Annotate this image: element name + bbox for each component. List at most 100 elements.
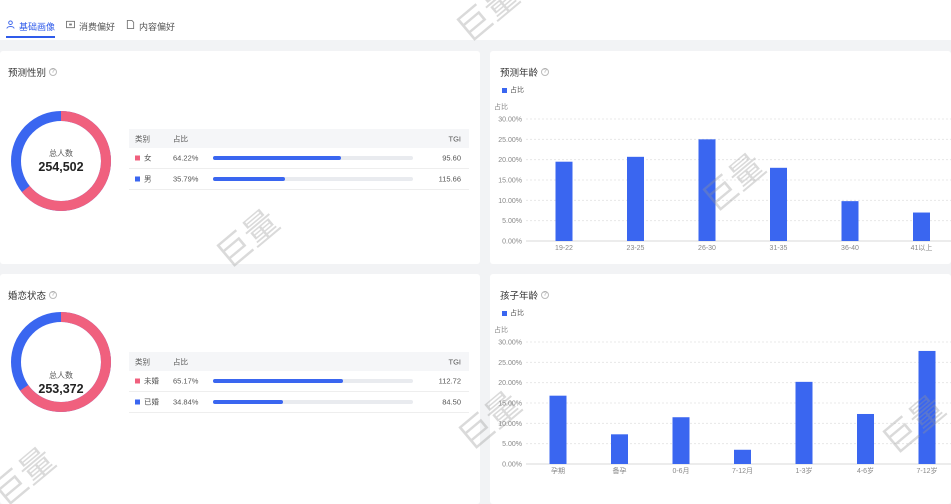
column-header-ratio: 占比: [173, 357, 188, 366]
y-tick-label: 10.00%: [498, 421, 522, 428]
table-row[interactable]: 已婚 34.84% 84.50: [129, 392, 469, 413]
panel-title: 孩子年龄 ?: [500, 288, 550, 302]
y-tick-label: 20.00%: [498, 380, 522, 387]
chart-legend[interactable]: 占比: [502, 85, 524, 95]
gender-donut-chart: [11, 111, 111, 211]
donut-segment-unmarried: [11, 312, 111, 412]
table-header: 类别 占比 TGI: [129, 129, 469, 148]
row-label: 女: [144, 153, 152, 163]
row-label: 已婚: [144, 397, 159, 407]
y-tick-label: 20.00%: [498, 157, 522, 164]
help-icon[interactable]: ?: [49, 68, 58, 76]
help-icon[interactable]: ?: [541, 68, 550, 76]
tab-basic-profile[interactable]: 基础画像: [6, 20, 56, 38]
y-tick-label: 5.00%: [502, 441, 522, 448]
y-tick-label: 10.00%: [498, 198, 522, 205]
y-tick-label: 30.00%: [498, 340, 522, 347]
total-label: 总人数: [49, 149, 73, 158]
row-label: 男: [144, 174, 152, 184]
bar: [672, 417, 690, 464]
row-percent: 65.17%: [173, 376, 199, 386]
x-tick-label: 23-25: [627, 245, 645, 252]
legend-label: 占比: [510, 87, 524, 94]
x-tick-label: 0-6月: [672, 467, 689, 475]
donut-center: 总人数 254,502: [9, 148, 113, 174]
table-header: 类别 占比 TGI: [129, 352, 469, 371]
row-type: 女: [135, 153, 152, 164]
gender-title: 预测性别: [8, 68, 47, 79]
donut-segment-female: [11, 111, 111, 211]
panel-title: 婚恋状态 ?: [8, 288, 58, 302]
ratio-bar-fill: [213, 177, 285, 181]
bar: [918, 350, 936, 464]
total-label: 总人数: [49, 371, 73, 380]
bar: [857, 413, 874, 464]
chart-legend[interactable]: 占比: [502, 308, 524, 318]
y-tick-label: 25.00%: [498, 137, 522, 144]
x-tick-label: 36-40: [841, 245, 859, 252]
row-percent: 34.84%: [173, 397, 199, 407]
help-icon[interactable]: ?: [49, 291, 58, 299]
ratio-bar: [213, 177, 413, 181]
bar: [734, 449, 751, 464]
color-swatch: [135, 378, 140, 384]
legend-swatch: [502, 310, 507, 316]
bar: [698, 139, 716, 241]
row-tgi: 95.60: [442, 153, 461, 163]
row-tgi: 112.72: [438, 376, 461, 386]
bar: [555, 161, 573, 241]
age-chart-title: 预测年龄: [500, 68, 539, 79]
table-row[interactable]: 女 64.22% 95.60: [129, 148, 469, 169]
bar: [627, 156, 644, 241]
x-tick-label: 备孕: [613, 466, 627, 475]
bar: [549, 395, 567, 464]
ratio-bar: [213, 379, 413, 383]
panel-title: 预测性别 ?: [8, 65, 58, 79]
y-tick-label: 5.00%: [502, 218, 522, 225]
bar: [913, 212, 930, 241]
user-icon: [6, 20, 15, 29]
row-type: 已婚: [135, 397, 159, 408]
tab-label: 基础画像: [19, 22, 56, 32]
tab-label: 内容偏好: [139, 22, 176, 32]
column-header-type: 类别: [135, 134, 150, 143]
total-count: 254,502: [38, 160, 84, 174]
row-percent: 64.22%: [173, 153, 199, 163]
y-tick-label: 25.00%: [498, 360, 522, 367]
gender-table: 类别 占比 TGI 女 64.22% 95.60 男 35.79% 115.66: [129, 129, 469, 190]
tab-content-preference[interactable]: 内容偏好: [126, 20, 175, 38]
x-tick-label: 31-35: [770, 245, 788, 252]
row-tgi: 115.66: [438, 174, 461, 184]
column-header-tgi: TGI: [448, 357, 462, 366]
tab-consumption-preference[interactable]: 消费偏好: [66, 20, 115, 38]
panel-title: 预测年龄 ?: [500, 65, 550, 79]
donut-center: 总人数 253,372: [9, 370, 113, 396]
y-tick-label: 0.00%: [502, 462, 522, 469]
tab-label: 消费偏好: [79, 22, 116, 32]
y-tick-label: 30.00%: [498, 117, 522, 124]
x-tick-label: 7-12月: [732, 467, 753, 475]
child-age-chart-title: 孩子年龄: [500, 291, 539, 302]
wallet-icon: [66, 20, 75, 29]
bar: [611, 434, 628, 464]
total-count: 253,372: [38, 382, 84, 396]
x-tick-label: 孕期: [551, 467, 565, 475]
y-axis-label: 占比: [494, 102, 508, 111]
marital-donut-chart: [11, 312, 111, 412]
table-row[interactable]: 男 35.79% 115.66: [129, 169, 469, 190]
column-header-ratio: 占比: [173, 134, 188, 143]
column-header-tgi: TGI: [448, 134, 462, 143]
gender-panel: 预测性别 ? 总人数 254,502 类别 占比 TGI 女 64.22% 95…: [0, 51, 480, 264]
help-icon[interactable]: ?: [541, 291, 550, 299]
row-type: 未婚: [135, 376, 159, 387]
legend-label: 占比: [510, 310, 524, 317]
bar: [795, 381, 813, 464]
age-bar-chart: 占比30.00%25.00%20.00%15.00%10.00%5.00%0.0…: [494, 102, 951, 252]
bar: [841, 201, 859, 241]
color-swatch: [135, 155, 140, 161]
ratio-bar: [213, 400, 413, 404]
table-row[interactable]: 未婚 65.17% 112.72: [129, 371, 469, 392]
y-tick-label: 15.00%: [498, 401, 522, 408]
